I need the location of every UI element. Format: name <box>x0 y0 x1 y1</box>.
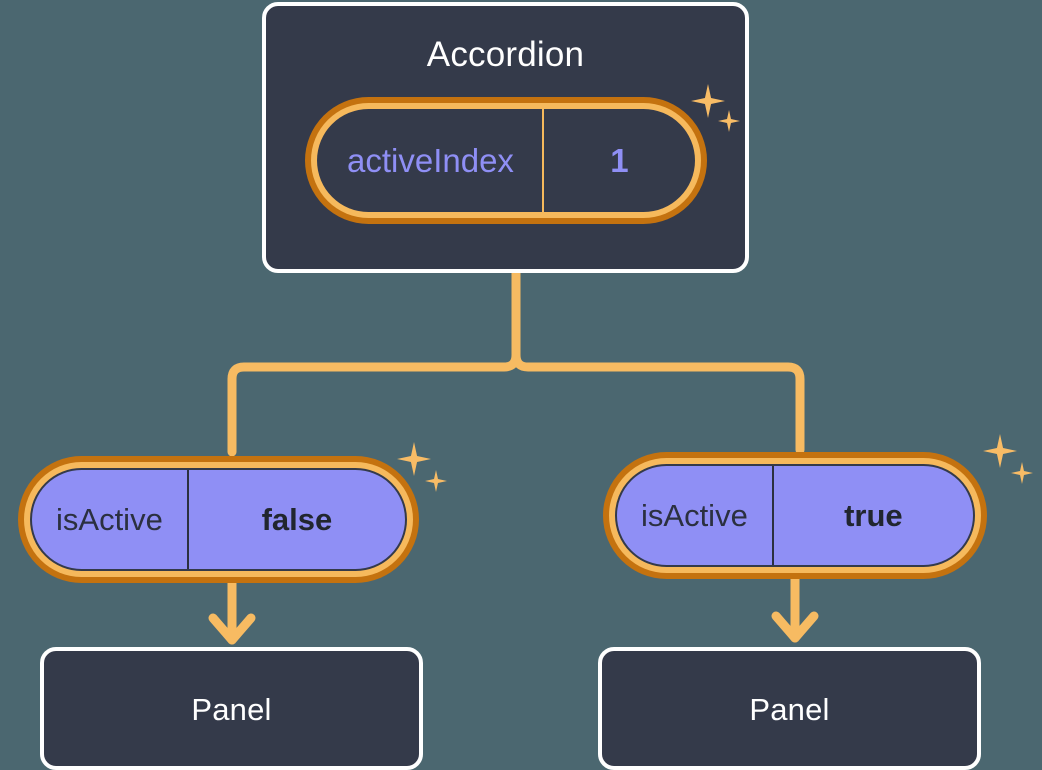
prop-pill-is-active-true[interactable]: isActive true <box>603 452 987 579</box>
state-value-active-index: 1 <box>610 141 629 179</box>
component-panel-right[interactable]: Panel <box>598 647 981 770</box>
prop-pill-body-left: isActive false <box>30 468 407 571</box>
prop-value-is-active-left: false <box>261 501 333 537</box>
prop-pill-ring-left: isActive false <box>24 462 413 577</box>
sparkle-small-icon <box>1011 462 1033 484</box>
sparkle-small-icon <box>425 470 447 492</box>
arrow-head-right <box>771 611 819 643</box>
wire-fork-right <box>511 350 805 455</box>
state-key-active-index: activeIndex <box>317 109 544 212</box>
sparkle-large-icon <box>397 442 431 476</box>
prop-value-is-active-right: true <box>844 497 903 533</box>
state-pill-active-index[interactable]: activeIndex 1 <box>305 97 707 224</box>
prop-key-is-active-right: isActive <box>617 466 774 565</box>
prop-pill-body-right: isActive true <box>615 464 975 567</box>
prop-pill-is-active-false[interactable]: isActive false <box>18 456 419 583</box>
panel-right-title: Panel <box>749 692 830 727</box>
state-pill-ring: activeIndex 1 <box>311 103 701 218</box>
prop-pill-ring-right: isActive true <box>609 458 981 573</box>
sparkle-large-icon <box>983 434 1017 468</box>
state-pill-body: activeIndex 1 <box>317 109 695 212</box>
panel-left-title: Panel <box>191 692 272 727</box>
sparkles-icon-right <box>983 434 1042 500</box>
component-panel-left[interactable]: Panel <box>40 647 423 770</box>
arrow-head-left <box>208 613 256 645</box>
accordion-title: Accordion <box>426 35 585 74</box>
prop-key-is-active-left: isActive <box>32 470 189 569</box>
wire-fork-left <box>227 350 521 457</box>
